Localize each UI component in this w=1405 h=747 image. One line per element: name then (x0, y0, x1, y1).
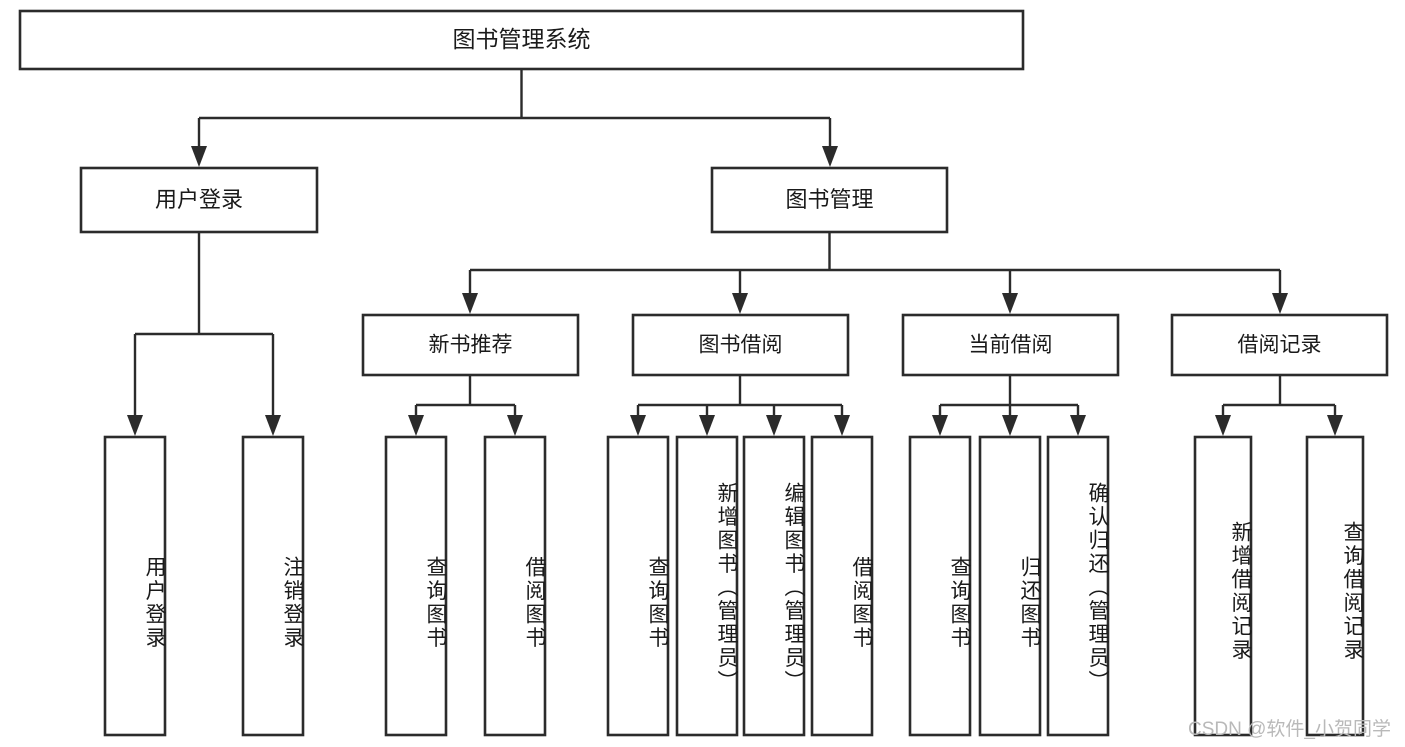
node-当前借阅-label: 当前借阅 (969, 334, 1053, 357)
node-新书推荐-box[interactable] (361, 313, 580, 377)
arrowhead-to-leaf-借阅图书-2 (834, 415, 850, 436)
node-借阅记录-box[interactable] (1170, 313, 1389, 377)
leaf-box-归还图书[interactable] (978, 435, 1042, 737)
leaf-box-编辑图书[interactable] (742, 435, 806, 737)
leaf-box-借阅图书-1[interactable] (483, 435, 547, 737)
node-图书管理-box[interactable] (710, 166, 949, 234)
arrowhead-to-leaf-查询借阅记录 (1327, 415, 1343, 436)
arrowhead-to-leaf-注销登录 (265, 415, 281, 436)
arrowhead-to-leaf-编辑图书 (766, 415, 782, 436)
node-图书借阅[interactable]: 图书借阅 (631, 313, 850, 377)
node-用户登录-box[interactable] (79, 166, 319, 234)
arrowhead-to-leaf-新增借阅记录 (1215, 415, 1231, 436)
node-当前借阅-box[interactable] (901, 313, 1120, 377)
leaf-box-注销登录[interactable] (241, 435, 305, 737)
leaf-box-查询图书-3[interactable] (908, 435, 972, 737)
edges-borrow-to-leaves (630, 375, 850, 436)
edges-login-to-leaves (127, 232, 281, 436)
node-图书借阅-label: 图书借阅 (699, 334, 783, 357)
arrowhead-to-leaf-新增图书 (699, 415, 715, 436)
leaf-box-借阅图书-2[interactable] (810, 435, 874, 737)
node-借阅记录[interactable]: 借阅记录 (1170, 313, 1389, 377)
arrowhead-to-用户登录 (191, 146, 207, 167)
leaf-box-确认归还[interactable] (1046, 435, 1110, 737)
node-当前借阅[interactable]: 当前借阅 (901, 313, 1120, 377)
leaf-box-查询借阅记录[interactable] (1305, 435, 1365, 737)
edges-current-to-leaves (932, 375, 1086, 436)
arrowhead-to-leaf-归还图书 (1002, 415, 1018, 436)
arrowhead-to-leaf-查询图书-2 (630, 415, 646, 436)
arrowhead-to-图书借阅 (732, 293, 748, 314)
node-图书管理-label: 图书管理 (785, 187, 873, 212)
edges-bookmgmt-to-level3 (462, 232, 1288, 314)
leaf-box-用户登录[interactable] (103, 435, 167, 737)
leaf-box-新增图书[interactable] (675, 435, 739, 737)
leaf-box-查询图书-1[interactable] (384, 435, 448, 737)
leaf-boxes (103, 435, 1365, 737)
node-新书推荐[interactable]: 新书推荐 (361, 313, 580, 377)
arrowhead-to-leaf-确认归还 (1070, 415, 1086, 436)
leaf-box-查询图书-2[interactable] (606, 435, 670, 737)
arrowhead-to-新书推荐 (462, 293, 478, 314)
leaf-box-新增借阅记录[interactable] (1193, 435, 1253, 737)
edges-record-to-leaves (1215, 375, 1343, 436)
arrowhead-to-leaf-用户登录 (127, 415, 143, 436)
csdn-watermark: CSDN @软件_小贺同学 (1188, 719, 1391, 740)
edges-root-to-level2 (191, 69, 838, 167)
arrowhead-to-leaf-查询图书-3 (932, 415, 948, 436)
node-借阅记录-label: 借阅记录 (1238, 334, 1322, 357)
node-root-label: 图书管理系统 (453, 26, 591, 52)
arrowhead-to-leaf-查询图书-1 (408, 415, 424, 436)
node-root[interactable]: 图书管理系统 (18, 9, 1025, 71)
arrowhead-to-图书管理 (822, 146, 838, 167)
arrowhead-to-当前借阅 (1002, 293, 1018, 314)
node-图书管理[interactable]: 图书管理 (710, 166, 949, 234)
arrowhead-to-leaf-借阅图书-1 (507, 415, 523, 436)
edges-newbook-to-leaves (408, 375, 523, 436)
node-用户登录[interactable]: 用户登录 (79, 166, 319, 234)
node-新书推荐-label: 新书推荐 (429, 334, 513, 357)
node-root-box[interactable] (18, 9, 1025, 71)
arrowhead-to-借阅记录 (1272, 293, 1288, 314)
node-用户登录-label: 用户登录 (155, 187, 243, 212)
node-图书借阅-box[interactable] (631, 313, 850, 377)
